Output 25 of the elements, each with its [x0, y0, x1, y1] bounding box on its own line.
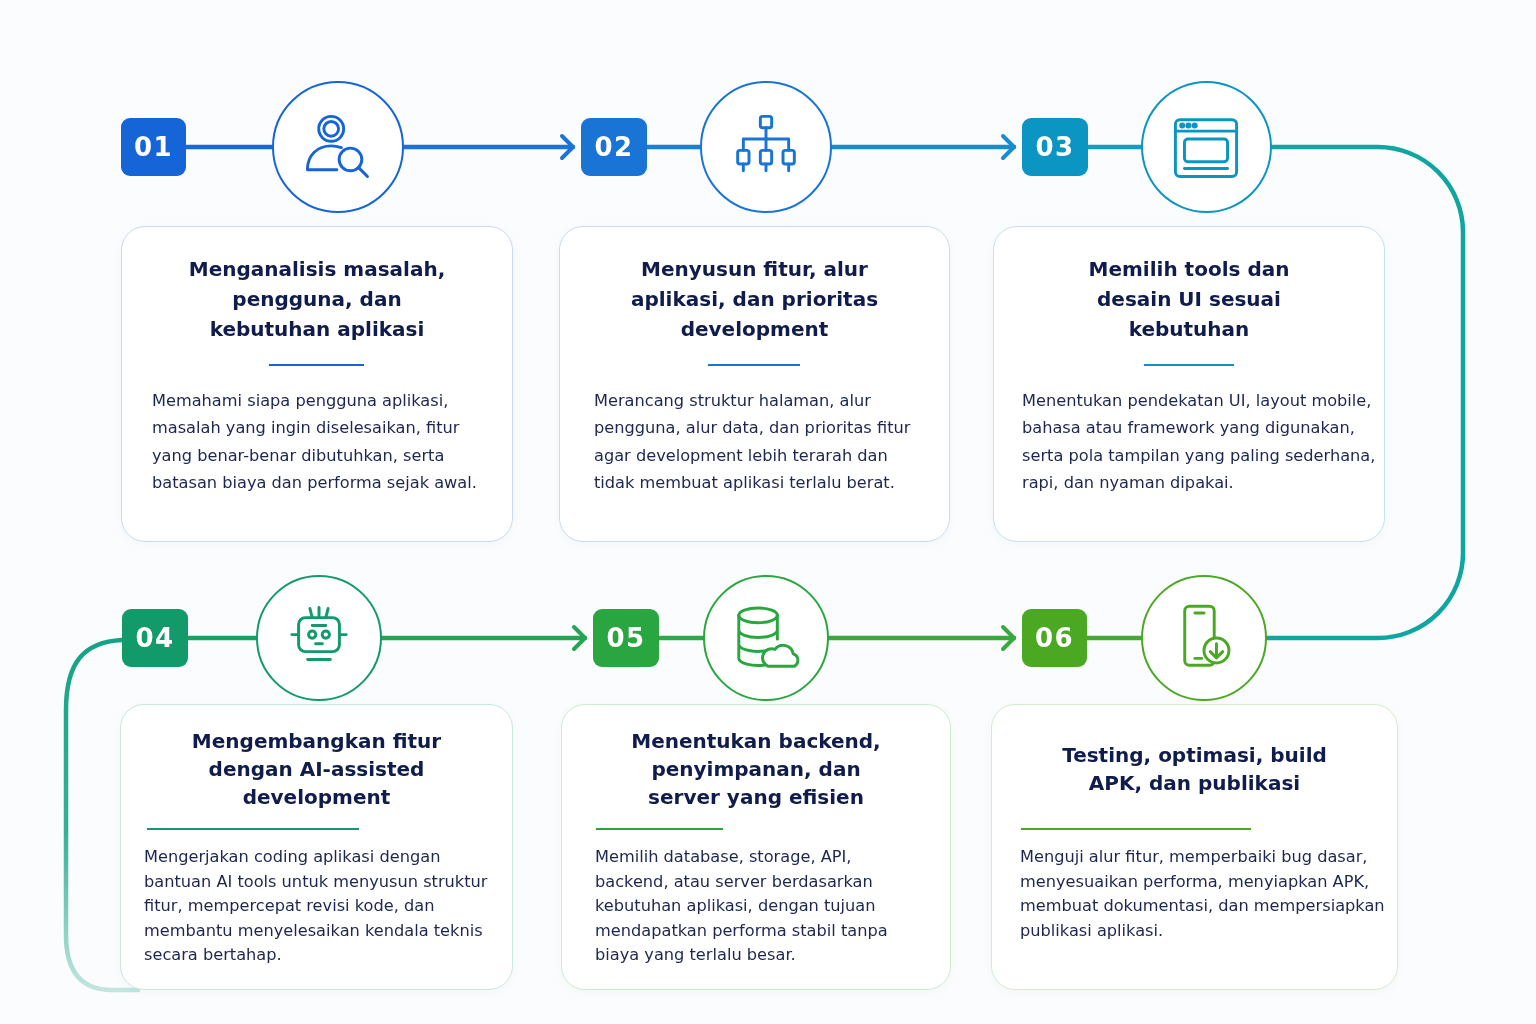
step-description: Memilih database, storage, API, backend, atau server berdasarkan kebutuhan aplikasi, dengan tujuan mendapatkan performa stabil tanpa biaya yang terlalu besar.: [595, 846, 889, 966]
step-title: Memilih tools dan desain UI sesuai kebutuhan: [1087, 256, 1291, 343]
step-card: [561, 704, 951, 990]
step-title: Menentukan backend, penyimpanan, dan server yang efisien: [631, 728, 881, 811]
step-card: [121, 226, 513, 542]
connector-line: [63, 637, 141, 993]
step-description: Merancang struktur halaman, alur pengguna, alur data, dan prioritas fitur agar development lebih terarah dan tidak membuat aplikasi terlalu berat.: [594, 390, 912, 494]
step-card: [559, 226, 950, 542]
step-number-badge: 01: [121, 118, 186, 176]
step-description: Memahami siapa pengguna aplikasi, masalah yang ingin diselesaikan, fitur yang benar-benar dibutuhkan, serta batasan biaya dan performa sejak awal.: [152, 390, 478, 494]
step-number-badge: 03: [1022, 118, 1088, 176]
step-title: Testing, optimasi, build APK, dan publikasi: [1061, 742, 1328, 797]
step-title: Mengembangkan fitur dengan AI-assisted development: [191, 728, 442, 811]
step-description: Menguji alur fitur, memperbaiki bug dasar, menyesuaikan performa, menyiapkan APK, membuat dokumentasi, dan mempersiapkan publikasi aplikasi.: [1020, 846, 1386, 942]
step-title: Menganalisis masalah, pengguna, dan kebutuhan aplikasi: [188, 256, 446, 343]
step-number-badge: 06: [1022, 609, 1087, 667]
step-card: [993, 226, 1385, 542]
step-number-badge: 02: [581, 118, 647, 176]
step-title: Menyusun fitur, alur aplikasi, dan prioritas development: [629, 256, 880, 343]
step-number-badge: 04: [122, 609, 188, 667]
step-description: Menentukan pendekatan UI, layout mobile, bahasa atau framework yang digunakan, serta pola tampilan yang paling sederhana, rapi, dan nyaman dipakai.: [1022, 390, 1377, 494]
step-number-badge: 05: [593, 609, 659, 667]
step-description: Mengerjakan coding aplikasi dengan bantuan AI tools untuk menyusun struktur fitur, mempercepat revisi kode, dan membantu menyelesaikan kendala teknis secara bertahap.: [144, 846, 489, 966]
step-card: [120, 704, 513, 990]
step-card: [991, 704, 1398, 990]
